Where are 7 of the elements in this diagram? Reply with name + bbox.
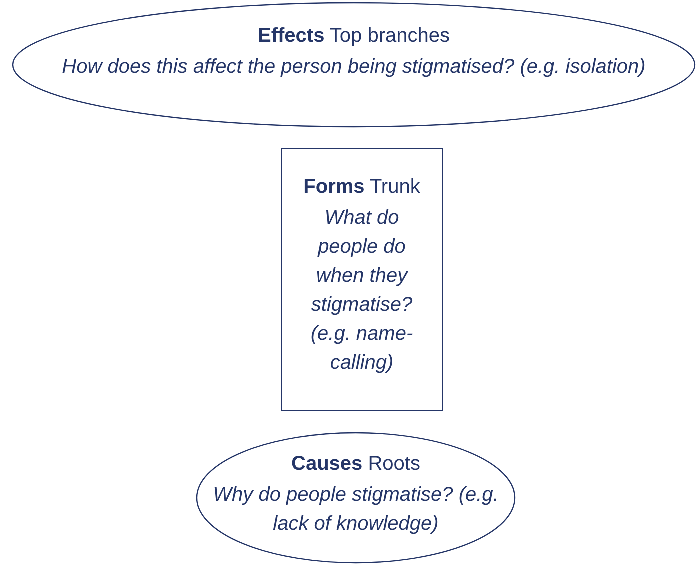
node-heading: Effects Top branches [258, 24, 450, 49]
node-description: Why do people stigmatise? (e.g. lack of knowledge) [212, 483, 500, 537]
node-heading: Causes Roots [292, 452, 420, 477]
node-description: What do people do when they stigmatise? (e.g. name-calling) [310, 206, 414, 376]
node-heading: Forms Trunk [304, 175, 420, 200]
trunk-box [281, 148, 443, 411]
node-description: How does this affect the person being stigmatised? (e.g. isolation) [62, 55, 646, 80]
